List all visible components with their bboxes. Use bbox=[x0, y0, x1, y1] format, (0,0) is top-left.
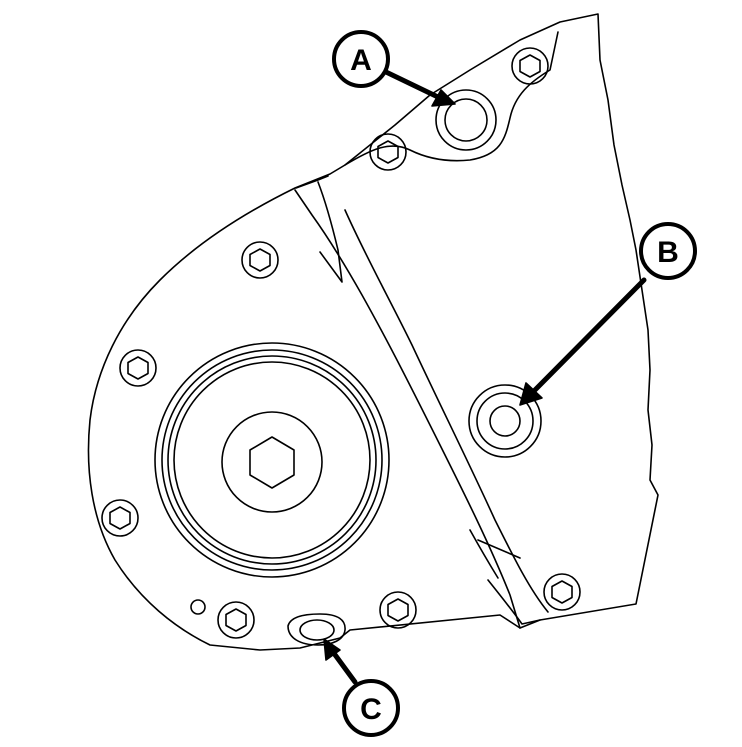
bolt bbox=[119, 349, 157, 387]
parting-line-outer bbox=[294, 189, 521, 629]
bolt bbox=[511, 47, 549, 85]
callout-arrow-b bbox=[519, 277, 647, 406]
port-b-mid bbox=[476, 392, 534, 450]
seam-rib-mid bbox=[469, 529, 521, 579]
callout-a-label: A bbox=[350, 44, 372, 77]
callout-b: B bbox=[639, 222, 697, 280]
port-a-inner bbox=[444, 98, 488, 142]
port-b-inner bbox=[489, 405, 521, 437]
callout-c-label: C bbox=[360, 693, 382, 726]
bolt bbox=[543, 573, 581, 611]
bolt bbox=[369, 133, 407, 171]
pulley-hub bbox=[221, 411, 323, 513]
port-c-slot bbox=[299, 619, 335, 641]
seam-rib-low bbox=[487, 579, 541, 625]
port-c-boss bbox=[287, 613, 346, 646]
seam-rib-top bbox=[295, 175, 343, 283]
pulley-ring-4 bbox=[173, 361, 371, 559]
callout-arrow-a bbox=[383, 69, 456, 107]
bolt bbox=[241, 241, 279, 279]
dowel-hole bbox=[190, 599, 206, 615]
callout-a: A bbox=[332, 30, 390, 88]
pulley-ring-2 bbox=[161, 349, 383, 571]
bolt bbox=[379, 591, 417, 629]
hex-socket-icon bbox=[249, 436, 295, 489]
pulley-outer-ring bbox=[154, 342, 390, 578]
bolt bbox=[217, 601, 255, 639]
bolt bbox=[101, 499, 139, 537]
callout-b-label: B bbox=[657, 236, 679, 269]
pulley-ring-3 bbox=[167, 355, 377, 565]
port-a-outer bbox=[435, 89, 497, 151]
port-b-outer bbox=[468, 384, 542, 458]
cover-outline bbox=[87, 13, 659, 651]
parting-line-inner bbox=[344, 209, 549, 613]
flange-rim bbox=[344, 31, 559, 166]
callout-c: C bbox=[342, 679, 400, 737]
callout-arrow-c bbox=[323, 638, 358, 685]
